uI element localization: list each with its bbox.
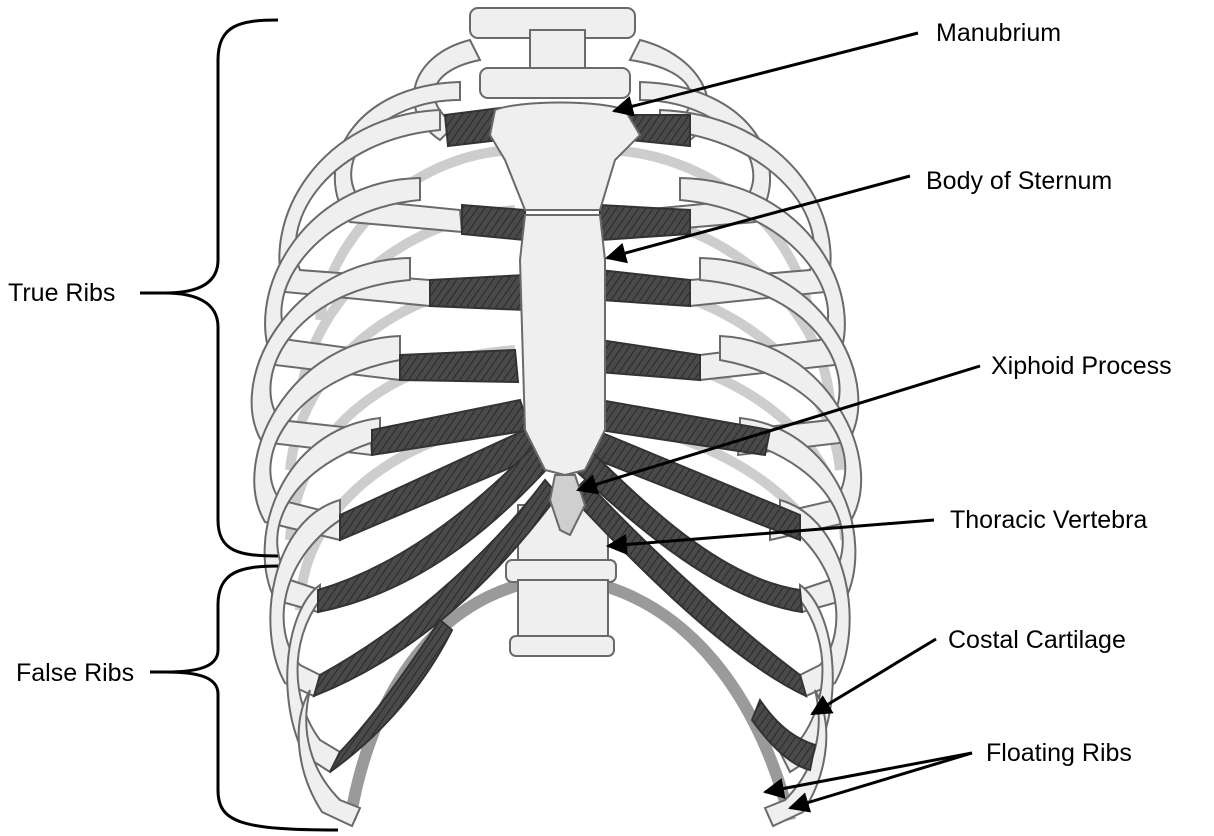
label-floating-ribs: Floating Ribs bbox=[986, 739, 1132, 767]
label-body-of-sternum: Body of Sternum bbox=[926, 167, 1112, 195]
label-xiphoid-process: Xiphoid Process bbox=[991, 352, 1172, 380]
label-costal-cartilage: Costal Cartilage bbox=[948, 626, 1126, 654]
label-thoracic-vertebra: Thoracic Vertebra bbox=[950, 506, 1147, 534]
rib-cage-illustration bbox=[252, 8, 862, 826]
label-manubrium: Manubrium bbox=[936, 19, 1061, 47]
label-true-ribs: True Ribs bbox=[8, 279, 115, 307]
label-false-ribs: False Ribs bbox=[16, 659, 134, 687]
manubrium-bone bbox=[490, 103, 640, 211]
arrow-manubrium bbox=[614, 33, 918, 111]
sternum-body-bone bbox=[520, 215, 605, 475]
